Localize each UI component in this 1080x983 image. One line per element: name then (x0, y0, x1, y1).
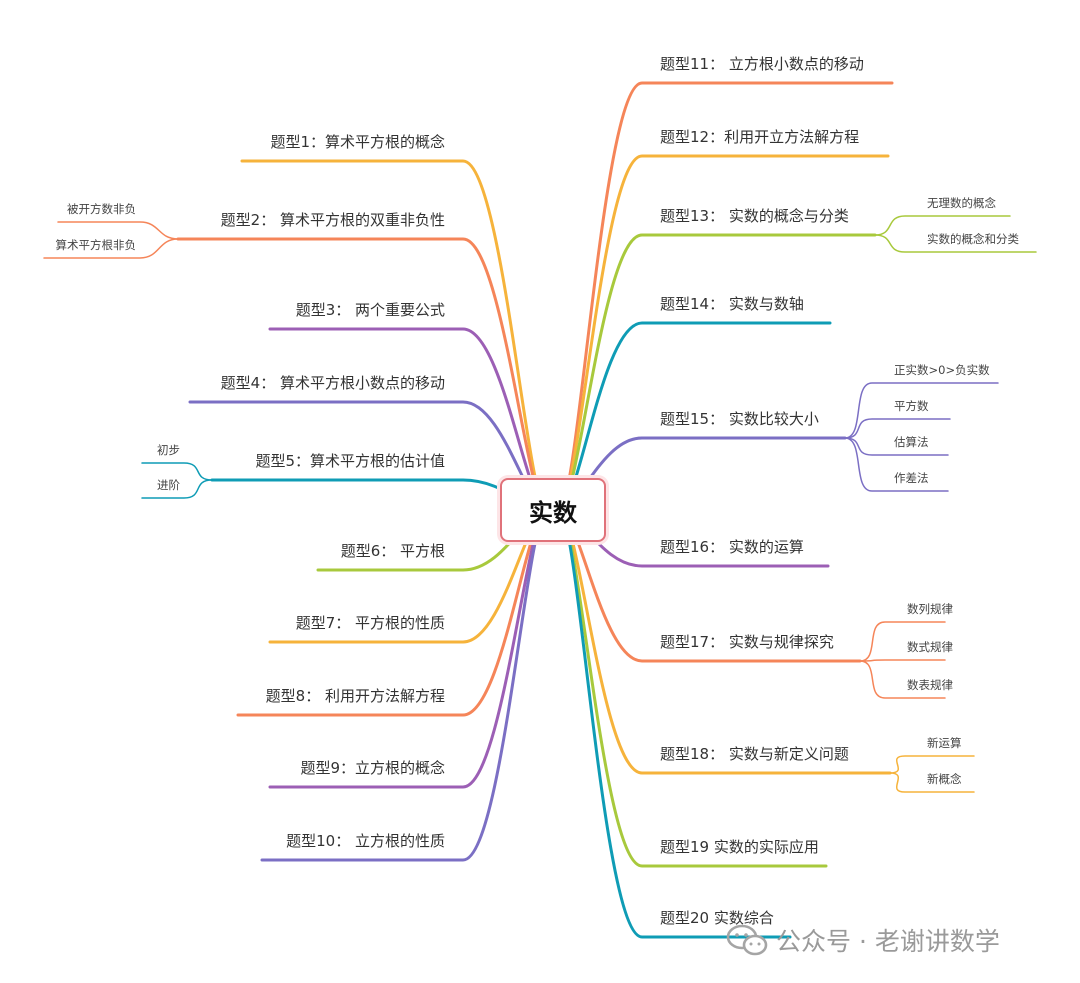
subtopic-left-5-2[interactable]: 进阶 (157, 478, 180, 492)
subtopic-line-right-18-2 (889, 772, 975, 793)
subtopic-left-5-1[interactable]: 初步 (157, 443, 180, 457)
topic-right-16[interactable]: 题型16： 实数的运算 (660, 538, 804, 556)
topic-left-3[interactable]: 题型3： 两个重要公式 (295, 301, 445, 319)
subtopic-line-right-17-1 (859, 621, 946, 662)
topic-left-2[interactable]: 题型2： 算术平方根的双重非负性 (220, 211, 445, 229)
subtopic-left-2-1[interactable]: 被开方数非负 (67, 202, 136, 216)
subtopic-line-left-5-2 (141, 479, 213, 499)
subtopic-right-17-2[interactable]: 数式规律 (907, 640, 953, 654)
subtopic-line-left-5-1 (141, 462, 213, 481)
subtopic-right-18-1[interactable]: 新运算 (927, 736, 962, 750)
topic-left-7[interactable]: 题型7： 平方根的性质 (295, 614, 445, 632)
topic-left-6[interactable]: 题型6： 平方根 (340, 542, 445, 560)
topic-left-5[interactable]: 题型5：算术平方根的估计值 (255, 452, 445, 470)
topic-left-9[interactable]: 题型9：立方根的概念 (300, 759, 445, 777)
topic-right-11[interactable]: 题型11： 立方根小数点的移动 (660, 55, 864, 73)
topic-left-8[interactable]: 题型8： 利用开方法解方程 (265, 687, 445, 705)
topic-right-18[interactable]: 题型18： 实数与新定义问题 (660, 745, 849, 763)
subtopic-line-left-2-1 (57, 221, 179, 240)
branch-line-right-19 (557, 508, 828, 868)
subtopic-line-right-18-1 (889, 755, 975, 774)
subtopic-line-left-2-2 (43, 238, 179, 259)
branch-line-right-20 (557, 508, 792, 939)
subtopic-right-13-2[interactable]: 实数的概念和分类 (927, 232, 1019, 246)
topic-right-17[interactable]: 题型17： 实数与规律探究 (660, 633, 834, 651)
subtopic-line-right-13-2 (874, 234, 1037, 253)
topic-right-12[interactable]: 题型12：利用开立方法解方程 (660, 128, 860, 146)
subtopic-line-right-15-2 (844, 418, 951, 439)
subtopic-right-17-3[interactable]: 数表规律 (907, 678, 953, 692)
watermark: 公众号 · 老谢讲数学 (726, 920, 1000, 960)
topic-right-20[interactable]: 题型20 实数综合 (660, 909, 774, 927)
central-topic[interactable]: 实数 (500, 478, 606, 542)
watermark-text: 公众号 · 老谢讲数学 (776, 927, 1000, 956)
subtopic-left-2-2[interactable]: 算术平方根非负 (55, 238, 137, 252)
subtopic-right-13-1[interactable]: 无理数的概念 (927, 196, 996, 210)
topic-left-10[interactable]: 题型10： 立方根的性质 (286, 832, 445, 850)
topic-right-13[interactable]: 题型13： 实数的概念与分类 (660, 207, 849, 225)
subtopic-right-18-2[interactable]: 新概念 (927, 772, 962, 786)
subtopic-line-right-15-1 (844, 382, 999, 439)
subtopic-line-right-15-4 (844, 437, 949, 492)
subtopic-line-right-17-2 (859, 659, 946, 662)
topic-right-15[interactable]: 题型15： 实数比较大小 (660, 410, 819, 428)
topic-left-4[interactable]: 题型4： 算术平方根小数点的移动 (220, 374, 445, 392)
subtopic-right-15-3[interactable]: 估算法 (894, 435, 929, 449)
branch-line-left-5 (210, 478, 549, 512)
subtopic-right-15-1[interactable]: 正实数>0>负实数 (894, 363, 990, 377)
subtopic-line-right-17-3 (859, 660, 946, 699)
topic-left-1[interactable]: 题型1：算术平方根的概念 (270, 133, 445, 151)
subtopic-line-right-15-3 (844, 437, 949, 456)
topic-right-14[interactable]: 题型14： 实数与数轴 (660, 295, 804, 313)
topic-right-19[interactable]: 题型19 实数的实际应用 (660, 838, 819, 856)
subtopic-right-15-2[interactable]: 平方数 (894, 399, 929, 413)
subtopic-line-right-13-1 (874, 215, 1011, 236)
wechat-icon (726, 924, 768, 956)
subtopic-right-17-1[interactable]: 数列规律 (907, 602, 953, 616)
subtopic-right-15-4[interactable]: 作差法 (894, 471, 929, 485)
